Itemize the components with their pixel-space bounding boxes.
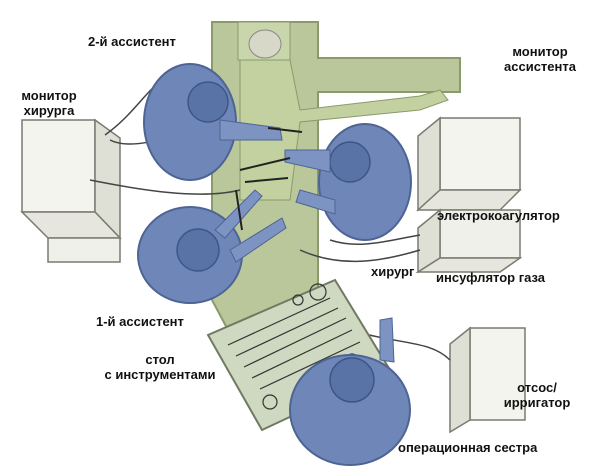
label-second-assistant: 2-й ассистент bbox=[88, 34, 176, 49]
label-electrocoagulator: электрокоагулятор bbox=[437, 208, 560, 223]
label-gas-insufflator: инсуфлятор газа bbox=[436, 270, 546, 285]
scrub-nurse bbox=[289, 317, 411, 466]
second-assistant bbox=[143, 63, 283, 181]
instrument-table bbox=[206, 278, 392, 432]
label-assistant-monitor: монитор ассистента bbox=[482, 44, 598, 74]
laparoscopic-instruments bbox=[235, 127, 303, 231]
label-instrument-table-line1: стол bbox=[145, 352, 175, 367]
label-assistant-monitor-line1: монитор bbox=[512, 44, 568, 59]
electrocoagulator-unit bbox=[415, 208, 523, 274]
patient bbox=[239, 29, 449, 201]
surgeon-monitor bbox=[20, 118, 122, 263]
assistant-monitor bbox=[416, 116, 522, 212]
cables bbox=[89, 69, 451, 361]
label-surgeon: хирург bbox=[371, 264, 415, 279]
suction-irrigator-unit bbox=[449, 326, 526, 434]
label-first-assistant: 1-й ассистент bbox=[96, 314, 184, 329]
label-assistant-monitor-line2: ассистента bbox=[504, 59, 576, 74]
label-instrument-table-line2: с инструментами bbox=[104, 367, 216, 382]
label-scrub-nurse: операционная сестра bbox=[398, 440, 538, 455]
first-assistant bbox=[137, 189, 287, 304]
surgeon bbox=[284, 123, 412, 241]
label-surgeon-monitor-line1: монитор bbox=[21, 88, 77, 103]
label-surgeon-monitor: монитор хирурга bbox=[4, 88, 94, 118]
label-instrument-table: стол с инструментами bbox=[100, 352, 220, 382]
label-suction-irrigator-line1: отсос/ bbox=[517, 380, 557, 395]
label-surgeon-monitor-line2: хирурга bbox=[23, 103, 75, 118]
label-suction-irrigator: отсос/ ирригатор bbox=[500, 380, 574, 410]
label-suction-irrigator-line2: ирригатор bbox=[503, 395, 571, 410]
